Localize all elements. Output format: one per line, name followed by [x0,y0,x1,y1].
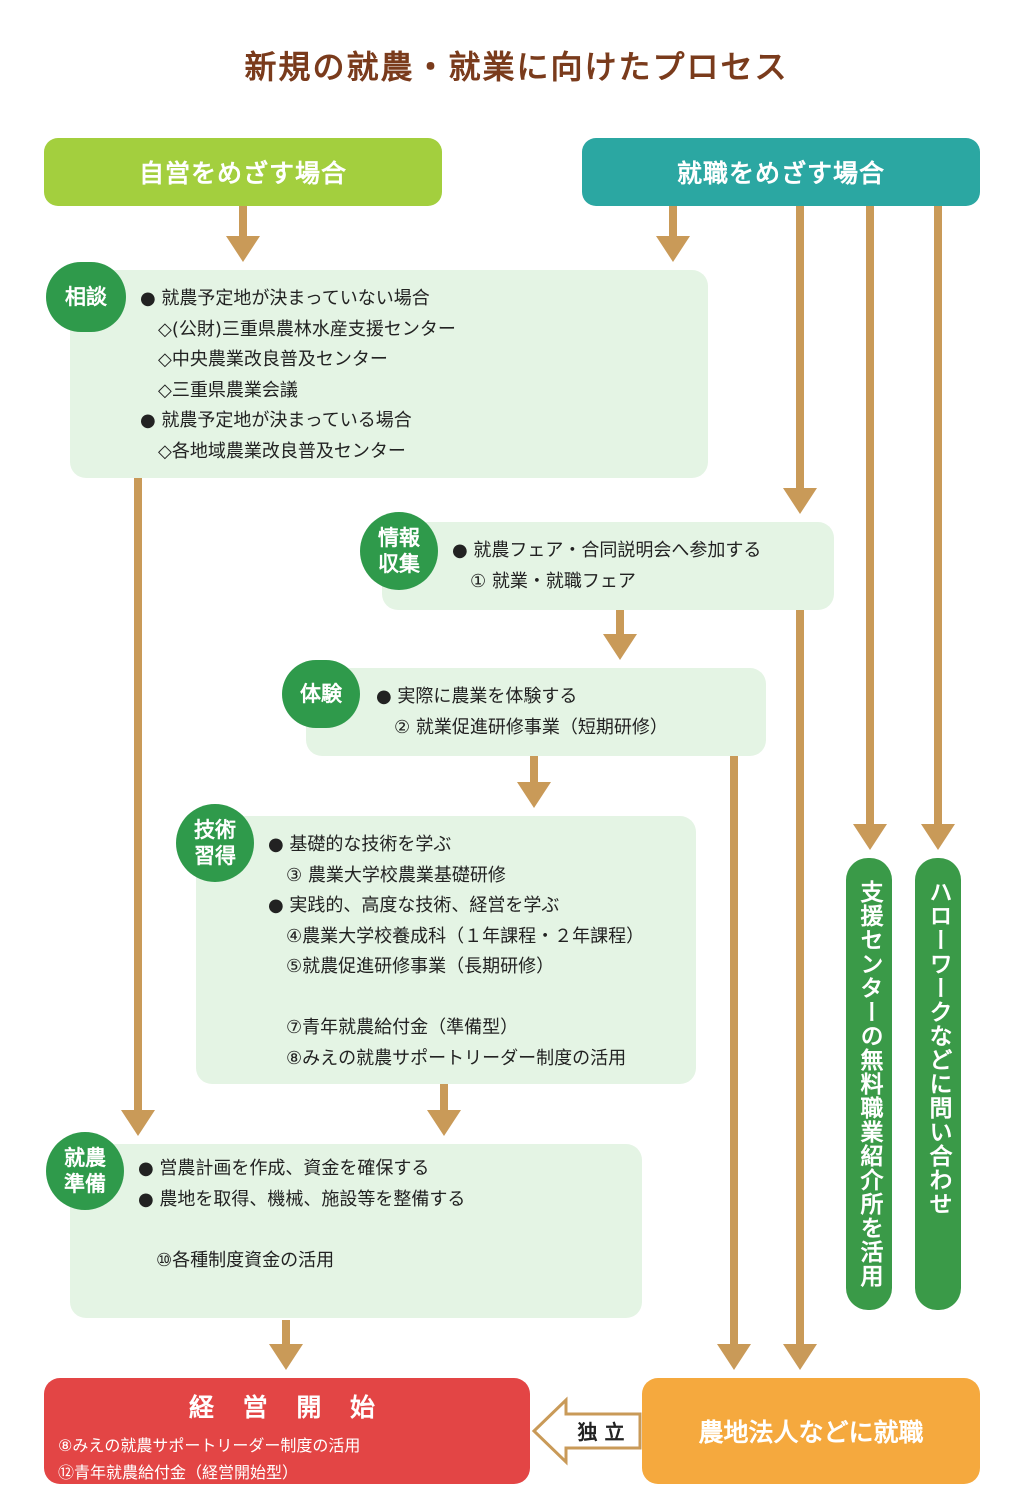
employment-result-box: 農地法人などに就職 [642,1378,980,1484]
experience-panel [306,668,766,756]
flow-arrow [783,610,817,1370]
prep-line: ⑩各種制度資金の活用 [138,1249,335,1271]
skills-line: ⑤就農促進研修事業（長期研修） [268,956,555,977]
skills-line: ③ 農業大学校農業基礎研修 [268,864,506,886]
consult-lines: ● 就農予定地が決まっていない場合 ◇(公財)三重県農林水産支援センター ◇中央… [140,284,456,467]
skills-line: ● 基礎的な技術を学ぶ [268,834,452,855]
skills-line: ⑦青年就農給付金（準備型） [268,1017,519,1038]
info-lines: ● 就農フェア・合同説明会へ参加する ① 就業・就職フェア [452,536,761,597]
flow-arrow [121,478,155,1136]
consult-line: ● 就農予定地が決まっていない場合 [140,288,430,309]
consult-line: ◇三重県農業会議 [140,379,298,401]
experience-line: ② 就業促進研修事業（短期研修） [376,716,668,738]
business-start-title: 経 営 開 始 [188,1393,386,1422]
flow-arrow [656,206,690,262]
prep-lines: ● 営農計画を作成、資金を確保する ● 農地を取得、機械、施設等を整備する ⑩各… [138,1154,465,1276]
consult-line: ◇中央農業改良普及センター [140,349,388,370]
business-start-line: ⑧みえの就農サポートリーダー制度の活用 [58,1436,361,1455]
consult-panel [70,270,708,478]
flow-arrow [269,1320,303,1370]
flow-arrow [717,756,751,1370]
flow-arrow [783,206,817,514]
flow-arrow [853,206,887,850]
flow-arrow [427,1084,461,1136]
hello-work-box: ハローワークなどに問い合わせ [915,858,961,1310]
skills-line [268,983,644,1014]
prep-line: ● 農地を取得、機械、施設等を整備する [138,1188,466,1210]
consult-badge: 相談 [46,262,126,332]
prep-panel [70,1144,642,1318]
employment-header: 就職をめざす場合 [582,138,980,206]
prep-line [138,1215,465,1246]
flow-arrow [517,756,551,808]
independence-arrow [531,1396,642,1466]
experience-badge: 体験 [282,660,360,728]
consult-line: ● 就農予定地が決まっている場合 [140,410,412,431]
skills-badge: 技術習得 [176,804,254,882]
flow-arrow [921,206,955,850]
skills-lines: ● 基礎的な技術を学ぶ ③ 農業大学校農業基礎研修 ● 実践的、高度な技術、経営… [268,830,644,1074]
experience-lines: ● 実際に農業を体験する ② 就業促進研修事業（短期研修） [376,682,668,743]
independence-label: 独 立 [577,1420,625,1444]
consult-line: ◇(公財)三重県農林水産支援センター [140,318,456,340]
skills-line: ● 実践的、高度な技術、経営を学ぶ [268,895,560,916]
skills-line: ④農業大学校養成科（１年課程・２年課程） [268,925,645,947]
info-panel [382,522,834,610]
experience-line: ● 実際に農業を体験する [376,686,578,707]
business-start-line: ⑫青年就農給付金（経営開始型） [58,1463,299,1482]
self-employed-header: 自営をめざす場合 [44,138,442,206]
business-start-box: 経 営 開 始 ⑧みえの就農サポートリーダー制度の活用 ⑫青年就農給付金（経営開… [44,1378,530,1484]
prep-badge: 就農準備 [46,1132,124,1210]
consult-line: ◇各地域農業改良普及センター [140,440,406,462]
skills-panel [196,816,696,1084]
info-line: ● 就農フェア・合同説明会へ参加する [452,540,762,561]
info-badge: 情報収集 [360,512,438,590]
support-center-box: 支援センターの無料職業紹介所を活用 [846,858,892,1310]
page-title: 新規の就農・就業に向けたプロセス [244,48,789,86]
flow-arrow [603,610,637,660]
prep-line: ● 営農計画を作成、資金を確保する [138,1158,430,1179]
flow-arrow [226,206,260,262]
info-line: ① 就業・就職フェア [452,570,636,592]
skills-line: ⑧みえの就農サポートリーダー制度の活用 [268,1047,627,1069]
